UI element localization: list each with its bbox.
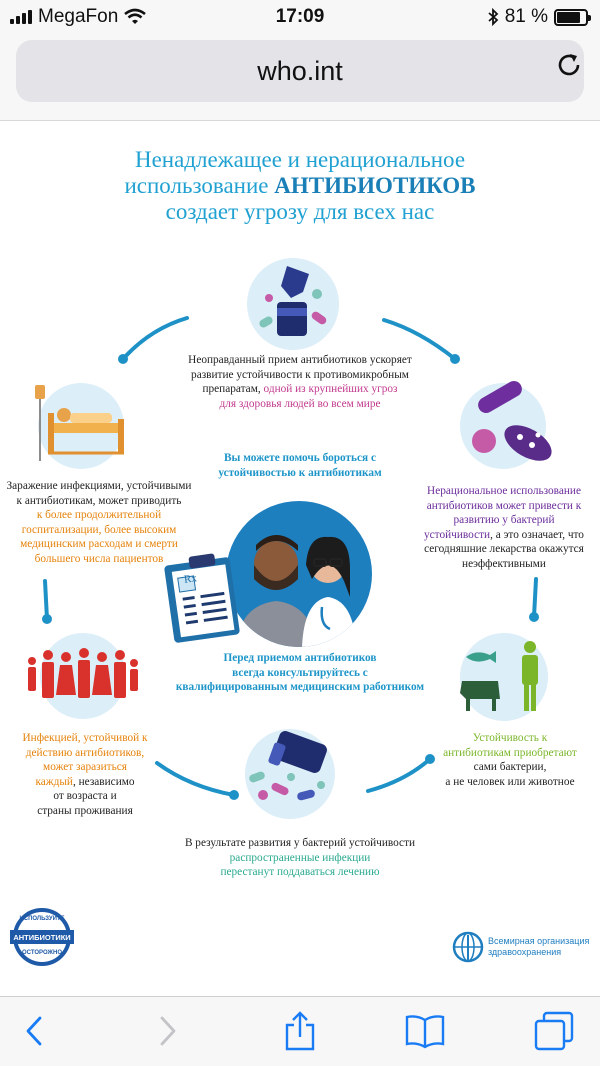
who-emblem-icon xyxy=(452,931,484,963)
pills-hand-illustration xyxy=(247,258,339,350)
browser-toolbar xyxy=(0,996,600,1066)
title-highlight: АНТИБИОТИКОВ xyxy=(274,173,476,198)
cow-fish-person-icon xyxy=(460,641,538,711)
url-text: who.int xyxy=(257,55,343,86)
tabs-icon xyxy=(534,1011,574,1051)
wifi-icon xyxy=(124,8,147,24)
badge-top-text: ИСПОЛЬЗУЙТЕ xyxy=(19,916,65,922)
arc-dot xyxy=(42,614,52,624)
who-name: Всемирная организация здравоохранения xyxy=(488,936,590,957)
clipboard-rx-label: Rx xyxy=(183,572,198,586)
web-content: Ненадлежащее и нерациональное использова… xyxy=(0,120,600,996)
signal-icon xyxy=(10,10,32,24)
hand-pills-icon xyxy=(259,266,327,336)
cycle-arcs xyxy=(42,316,539,800)
forward-icon xyxy=(160,1016,176,1046)
bookmarks-button[interactable] xyxy=(405,1011,445,1051)
forward-button[interactable] xyxy=(148,1011,188,1051)
share-button[interactable] xyxy=(280,1011,320,1051)
clipboard-icon xyxy=(164,553,240,643)
doctors-icon xyxy=(236,535,356,647)
bottom-text: В результате развития у бактерий устойчи… xyxy=(184,837,416,878)
right-upper-text: Нерациональное использование антибиотико… xyxy=(424,485,584,570)
spilled-pills-illustration xyxy=(245,729,335,819)
bacteria-illustration xyxy=(460,381,552,469)
tabs-button[interactable] xyxy=(534,1011,574,1051)
arc-left xyxy=(43,579,49,621)
animals-human-illustration xyxy=(460,633,548,721)
people-illustration xyxy=(28,633,138,719)
arc-top-right xyxy=(382,318,457,361)
left-upper-text: Заражение инфекциями, устойчивыми к анти… xyxy=(6,480,192,565)
arc-top-left xyxy=(121,316,189,361)
center-top-text: Вы можете помочь бороться с устойчивость… xyxy=(218,452,382,479)
status-bar: MegaFon 17:09 81 % xyxy=(0,0,600,34)
reload-icon[interactable] xyxy=(554,50,584,80)
share-icon xyxy=(285,1011,315,1051)
battery-icon xyxy=(554,8,591,26)
arc-dot xyxy=(450,354,460,364)
back-icon xyxy=(26,1016,42,1046)
infographic-title: Ненадлежащее и нерациональное использова… xyxy=(124,147,476,224)
arc-right xyxy=(532,577,538,619)
left-lower-text: Инфекцией, устойчивой к действию антибио… xyxy=(22,732,148,817)
who-logo: Всемирная организация здравоохранения xyxy=(452,931,592,965)
badge-middle-text: АНТИБИОТИКИ xyxy=(13,933,71,942)
bacteria-icon xyxy=(472,381,552,461)
arc-dot xyxy=(425,754,435,764)
back-button[interactable] xyxy=(14,1011,54,1051)
badge-bottom-text: ОСТОРОЖНО xyxy=(22,950,62,956)
bluetooth-icon xyxy=(488,7,499,27)
arc-dot xyxy=(118,354,128,364)
spilled-pills-icon xyxy=(249,731,327,801)
arc-bottom-right xyxy=(366,757,432,793)
arc-dot xyxy=(529,612,539,622)
doctors-illustration xyxy=(226,501,372,647)
address-bar[interactable]: who.int xyxy=(16,40,584,102)
browser-chrome: who.int xyxy=(0,34,600,120)
top-text: Неоправданный прием антибиотиков ускоряе… xyxy=(188,354,412,410)
arc-bottom-left xyxy=(155,761,236,797)
bookmarks-icon xyxy=(405,1015,445,1049)
badge-circle-icon xyxy=(10,908,74,966)
battery-percent: 81 % xyxy=(504,6,548,27)
arc-dot xyxy=(229,790,239,800)
people-icon xyxy=(28,648,138,698)
hospital-bed-icon xyxy=(35,385,124,461)
center-bottom-text: Перед приемом антибиотиков всегда консул… xyxy=(175,652,425,693)
use-antibiotics-carefully-badge: ИСПОЛЬЗУЙТЕ АНТИБИОТИКИ ОСТОРОЖНО xyxy=(10,907,74,967)
carrier-name: MegaFon xyxy=(38,6,119,27)
hospital-bed-illustration xyxy=(35,383,124,469)
right-lower-text: Устойчивость к антибиотикам приобретают … xyxy=(443,732,577,788)
